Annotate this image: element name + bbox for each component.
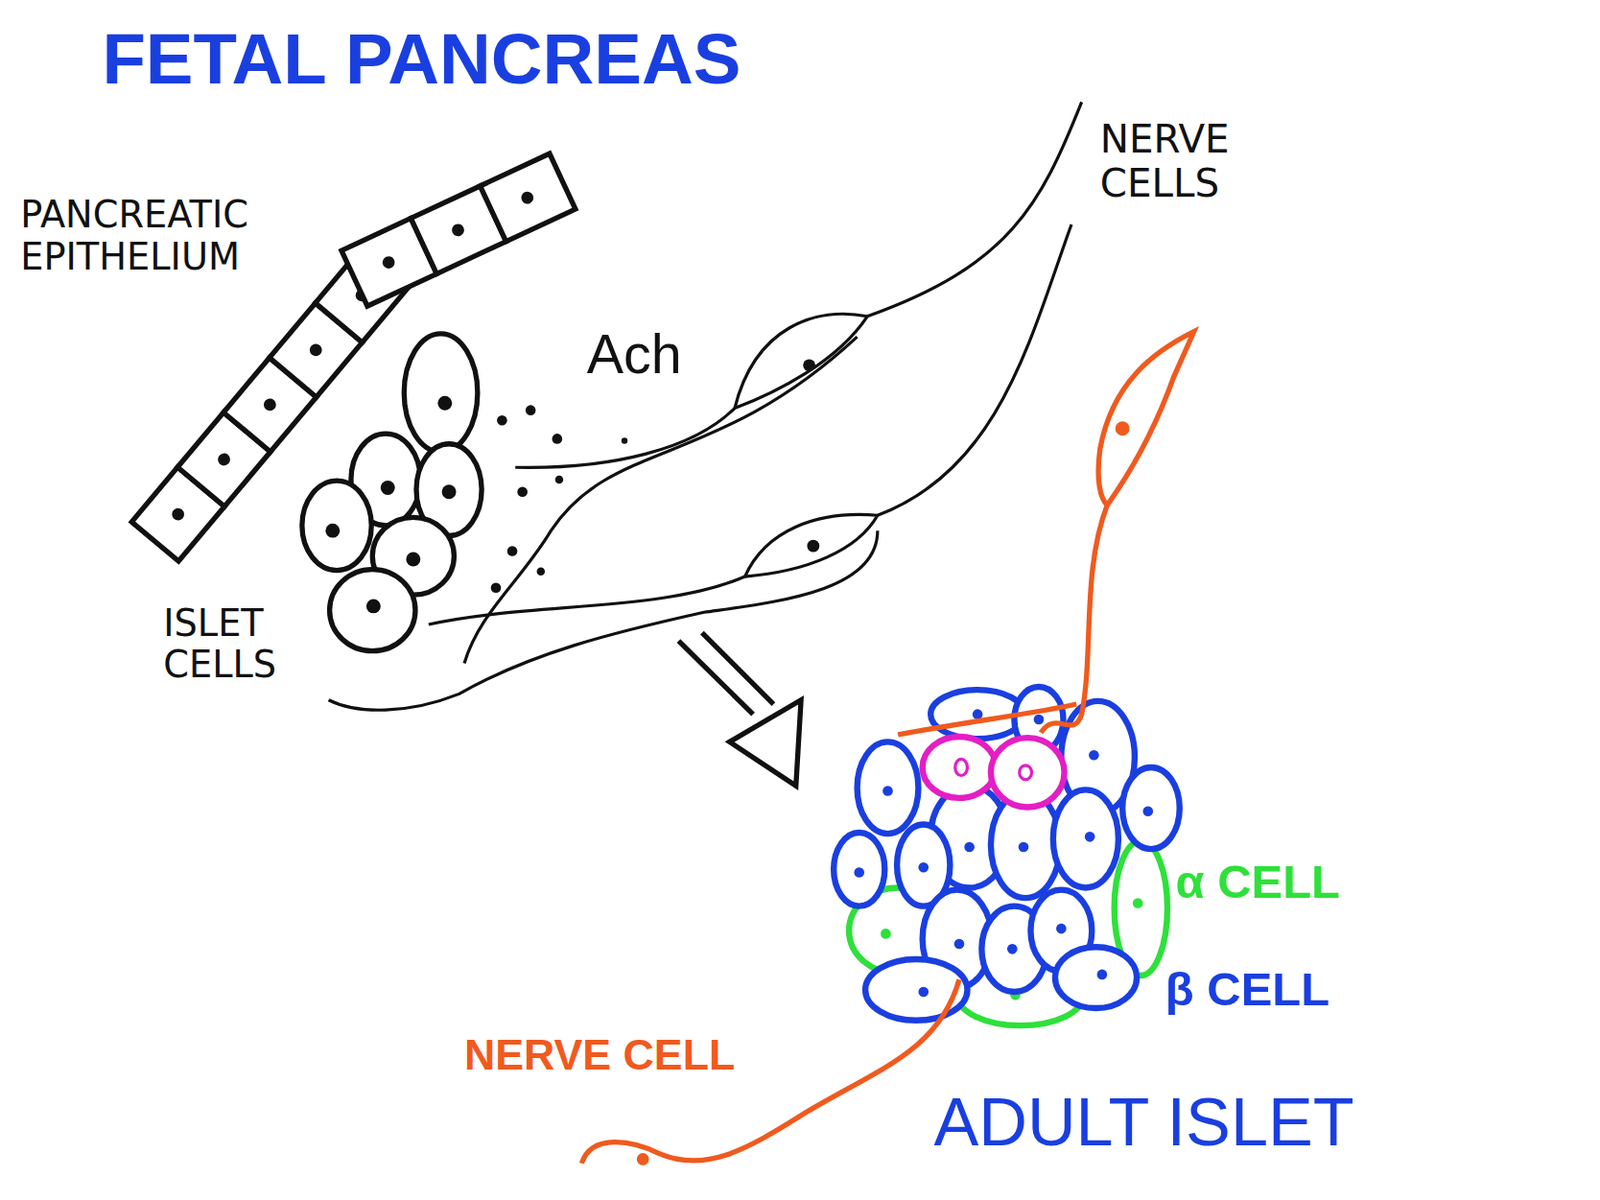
adult-islet xyxy=(833,686,1180,1026)
part-label: NERVE CELL xyxy=(464,1030,735,1080)
ach-dots xyxy=(491,404,629,593)
fetal-nerve-cells xyxy=(329,101,1083,710)
development-arrow xyxy=(678,633,801,787)
cell-label: β CELL xyxy=(1165,962,1330,1016)
part-label: ISLET CELLS xyxy=(163,602,317,687)
fetal-islet-cells xyxy=(302,333,482,652)
part-label: PANCREATIC EPITHELIUM xyxy=(20,193,296,279)
signal-label: Ach xyxy=(587,322,683,386)
epithelium-upper xyxy=(341,153,576,306)
part-label: NERVE CELLS xyxy=(1100,117,1295,207)
diagram-title: FETAL PANCREAS xyxy=(101,18,741,101)
part-label: ADULT ISLET xyxy=(933,1083,1354,1162)
cell-label: α CELL xyxy=(1175,854,1340,909)
